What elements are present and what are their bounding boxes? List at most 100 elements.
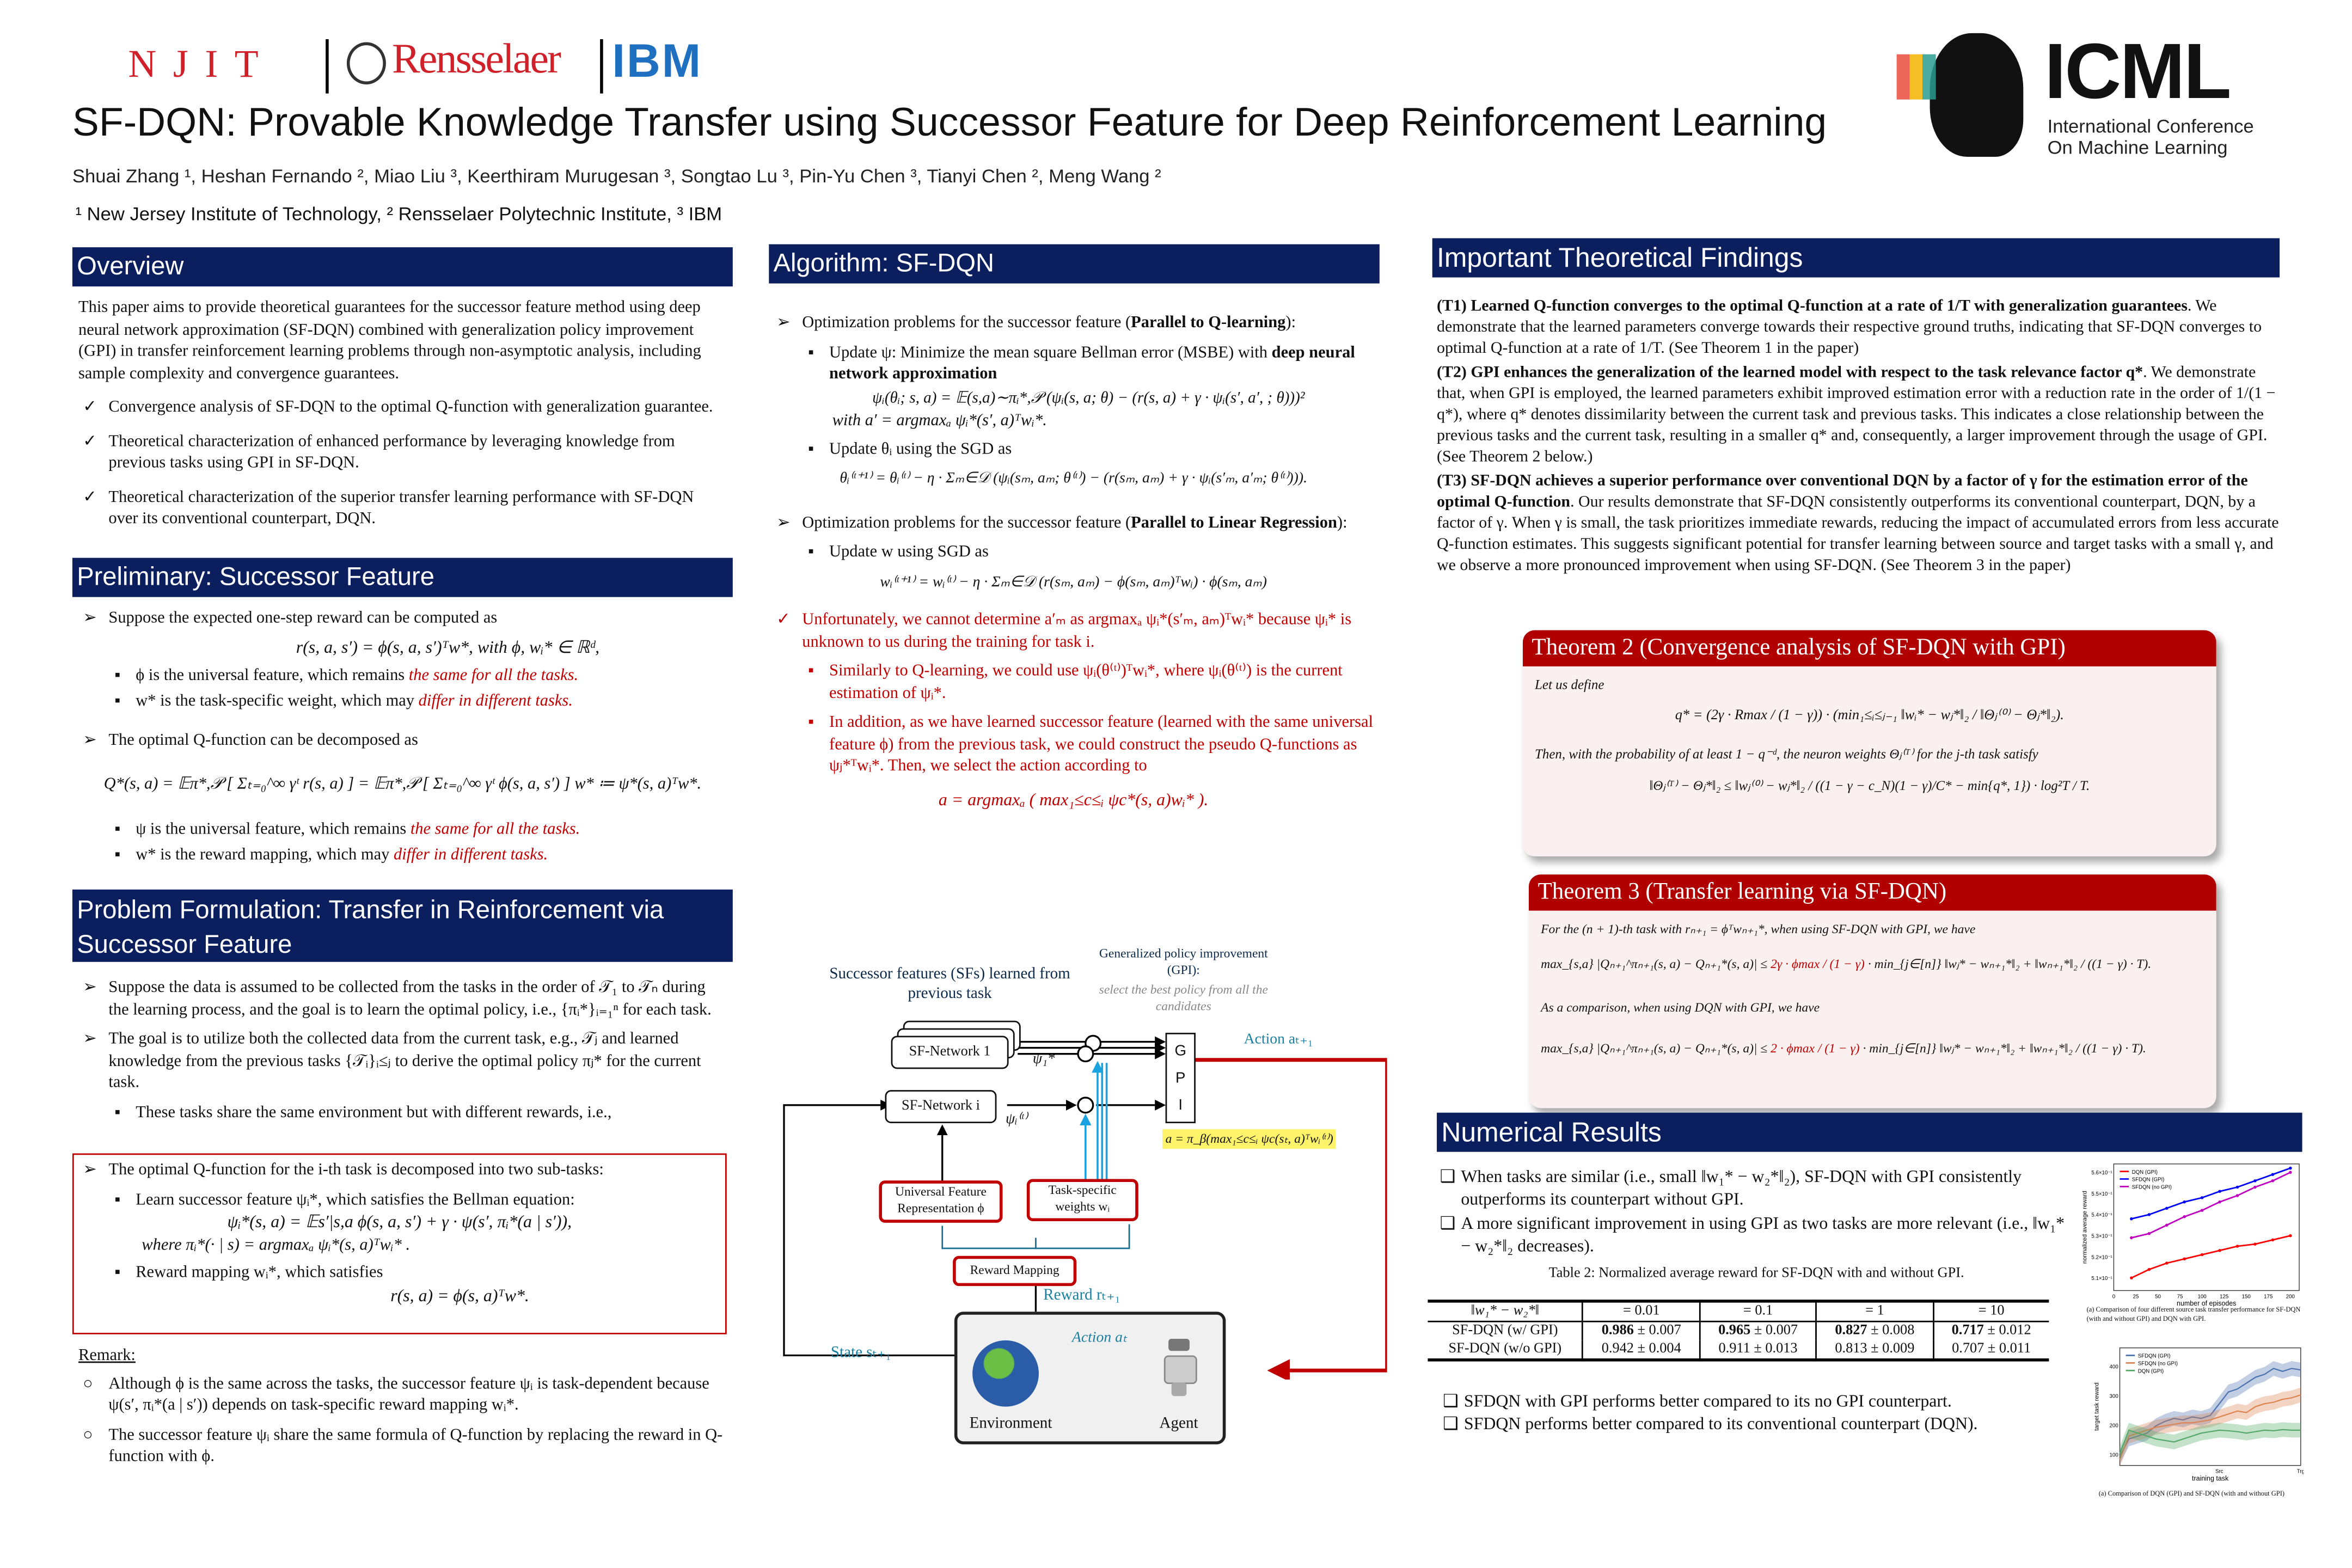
findings-section: (T1) Learned Q-function converges to the… xyxy=(1437,296,2281,577)
reward-mapping-box: Reward Mapping xyxy=(953,1255,1077,1287)
text-highlight: differ in different tasks. xyxy=(418,691,573,709)
overview-item-text: Theoretical characterization of enhanced… xyxy=(108,432,675,472)
box-bullet-icon: ❑ xyxy=(1440,1168,1456,1187)
text: w* is the task-specific weight, which ma… xyxy=(136,691,419,709)
text: Reward mapping wᵢ*, which satisfies xyxy=(136,1263,383,1282)
theorem2-title: Theorem 2 (Convergence analysis of SF-DQ… xyxy=(1522,630,2216,666)
bullet: ▪w* is the task-specific weight, which m… xyxy=(78,690,727,712)
data-point xyxy=(2130,1276,2133,1279)
chart2-caption: (a) Comparison of DQN (GPI) and SF-DQN (… xyxy=(2098,1489,2285,1497)
environment-agent-box: Action aₜ Environment Agent xyxy=(954,1312,1226,1444)
text: The optimal Q-function can be decomposed… xyxy=(108,731,418,750)
cell-error: 0.012 xyxy=(1999,1324,2031,1339)
data-point xyxy=(2183,1200,2186,1204)
cell-error: 0.007 xyxy=(1649,1324,1681,1339)
arrow-bullet-icon: ➢ xyxy=(83,1030,97,1048)
icml-pixels-icon xyxy=(1896,54,1936,100)
overview-item: ✓Theoretical characterization of the sup… xyxy=(78,486,727,530)
bullet: ○The successor feature ψᵢ share the same… xyxy=(78,1424,727,1468)
x-tick-label: 100 xyxy=(2198,1294,2207,1300)
divider xyxy=(600,39,603,94)
cell-error: 0.004 xyxy=(1649,1342,1681,1357)
table-cell: 0.911 ± 0.013 xyxy=(1699,1340,1817,1360)
data-point xyxy=(2147,1213,2151,1216)
theorem-text: For the (n + 1)-th task with rₙ₊₁ = ϕᵀwₙ… xyxy=(1541,921,1976,936)
circle-bullet-icon: ○ xyxy=(83,1374,93,1393)
equation: ‖Θⱼ⁽ᵀ⁾ − Θⱼ*‖₂ ≤ ‖wⱼ⁽⁰⁾ − wⱼ*‖₂ / ((1 − … xyxy=(1649,777,2090,793)
text: Although ϕ is the same across the tasks,… xyxy=(108,1374,709,1414)
sf-network-1: SF-Network 1 xyxy=(891,1036,1009,1069)
icml-sub2: On Machine Learning xyxy=(2047,137,2228,158)
table-header: = 0.01 xyxy=(1582,1301,1700,1322)
equation: ψᵢ(θᵢ; s, a) = 𝔼(s,a)∼πᵢ*,𝒫 (ψᵢ(s, a; θ)… xyxy=(872,389,1305,407)
cell-error: 0.011 xyxy=(1999,1342,2031,1357)
text: These tasks share the same environment b… xyxy=(136,1102,612,1121)
chart1-caption: (a) Comparison of four different source … xyxy=(2086,1306,2301,1322)
text: Update w using SGD as xyxy=(829,542,989,561)
text: SFDQN with GPI performs better compared … xyxy=(1463,1393,1952,1411)
legend-entry: SFDQN (GPI) xyxy=(2132,1177,2165,1183)
bullet: ▪In addition, as we have learned success… xyxy=(772,712,1375,777)
authors: Shuai Zhang ¹, Heshan Fernando ², Miao L… xyxy=(72,166,1161,187)
equation: r(s, a, s′) = ϕ(s, a, s′)ᵀw*, with ϕ, wᵢ… xyxy=(296,638,600,657)
bullet: ➢Suppose the expected one-step reward ca… xyxy=(78,608,727,629)
x-tick-label: 175 xyxy=(2264,1294,2273,1300)
arrow-bullet-icon: ➢ xyxy=(83,1161,97,1179)
action-label: Action aₜ xyxy=(1071,1330,1128,1346)
chart-transfer: SFDQN (GPI)SFDQN (no GPI)DQN (GPI)100200… xyxy=(2094,1347,2304,1482)
sf-network-i: SF-Network i xyxy=(885,1090,997,1124)
data-point xyxy=(2253,1242,2257,1246)
problem-section: ➢Suppose the data is assumed to be colle… xyxy=(78,977,727,1130)
data-point xyxy=(2218,1190,2221,1193)
data-point xyxy=(2147,1232,2151,1235)
check-icon: ✓ xyxy=(83,432,97,450)
psi1-label: ψ₁* xyxy=(1032,1051,1055,1068)
data-point xyxy=(2289,1171,2292,1174)
check-icon: ✓ xyxy=(776,610,791,629)
bullet: ❑SFDQN with GPI performs better compared… xyxy=(1443,1392,2076,1414)
legend-entry: SFDQN (GPI) xyxy=(2138,1353,2171,1359)
sf-learned-label: Successor features (SFs) learned from pr… xyxy=(829,966,1070,1003)
chart-episodes: DQN (GPI)SFDQN (GPI)SFDQN (no GPI)5.1×10… xyxy=(2082,1163,2300,1307)
finding-text: . We demonstrate that, when GPI is emplo… xyxy=(1437,363,2276,467)
table-header: = 10 xyxy=(1932,1301,2049,1322)
reward-label: Reward rₜ₊₁ xyxy=(1043,1287,1120,1304)
agent-label: Agent xyxy=(1159,1416,1198,1432)
bullet: ○ Although ϕ is the same across the tasks… xyxy=(78,1373,727,1416)
table-header-row: ‖w₁* − w₂*‖ = 0.01 = 0.1 = 1 = 10 xyxy=(1428,1301,2049,1322)
arrow-bullet-icon: ➢ xyxy=(776,513,791,532)
njit-logo: NJIT xyxy=(128,42,275,86)
task-weights-box: Task-specific weights wᵢ xyxy=(1026,1179,1138,1222)
equation: θᵢ⁽ᵗ⁺¹⁾ = θᵢ⁽ᵗ⁾ − η · Σₘ∈𝒟 (ψᵢ(sₘ, aₘ; θ… xyxy=(840,470,1308,487)
bullet: ▪ψ is the universal feature, which remai… xyxy=(78,819,727,841)
results-table: ‖w₁* − w₂*‖ = 0.01 = 0.1 = 1 = 10 SF-DQN… xyxy=(1428,1300,2049,1362)
data-point xyxy=(2235,1194,2239,1197)
data-point xyxy=(2271,1238,2275,1242)
eq-part: · min_{j∈[n]} ‖wⱼ* − wₙ₊₁*‖₂ + ‖wₙ₊₁*‖₂ … xyxy=(1864,955,2152,971)
text: Update ψ: Minimize the mean square Bellm… xyxy=(829,342,1272,362)
cell-value: 0.986 xyxy=(1601,1324,1634,1339)
earth-icon xyxy=(972,1340,1039,1407)
poster-title: SF-DQN: Provable Knowledge Transfer usin… xyxy=(72,99,1827,145)
text-bold: deep neural network approximation xyxy=(829,342,1355,383)
row-label: SF-DQN (w/ GPI) xyxy=(1452,1324,1558,1339)
eq-part: max_{s,a} |Qₙ₊₁^πₙ₊₁(s, a) − Qₙ₊₁*(s, a)… xyxy=(1541,1040,1771,1056)
check-icon: ✓ xyxy=(83,487,97,506)
table-header: = 1 xyxy=(1815,1301,1933,1322)
data-point xyxy=(2235,1185,2239,1189)
numerical-section: ❑When tasks are similar (i.e., small ‖w₁… xyxy=(1440,1167,2073,1286)
numerical-conclusions: ❑SFDQN with GPI performs better compared… xyxy=(1443,1392,2076,1444)
square-bullet-icon: ▪ xyxy=(114,845,121,863)
bullet: ✓Unfortunately, we cannot determine a′ₘ … xyxy=(772,609,1375,653)
data-point xyxy=(2200,1196,2204,1199)
y-tick-label: 400 xyxy=(2110,1364,2119,1370)
table-cell: 0.942 ± 0.004 xyxy=(1582,1340,1700,1360)
divider xyxy=(326,39,328,94)
equation: max_{s,a} |Qₙ₊₁^πₙ₊₁(s, a) − Qₙ₊₁*(s, a)… xyxy=(1541,954,2204,974)
text: Optimization problems for the successor … xyxy=(802,313,1131,332)
text: ϕ is the universal feature, which remain… xyxy=(136,666,409,685)
legend-entry: SFDQN (no GPI) xyxy=(2138,1361,2178,1367)
finding-text: . Our results demonstrate that SF-DQN co… xyxy=(1437,493,2279,575)
equation: with a′ = argmaxₐ ψᵢ*(s′, a)ᵀwᵢ*. xyxy=(832,411,1047,430)
